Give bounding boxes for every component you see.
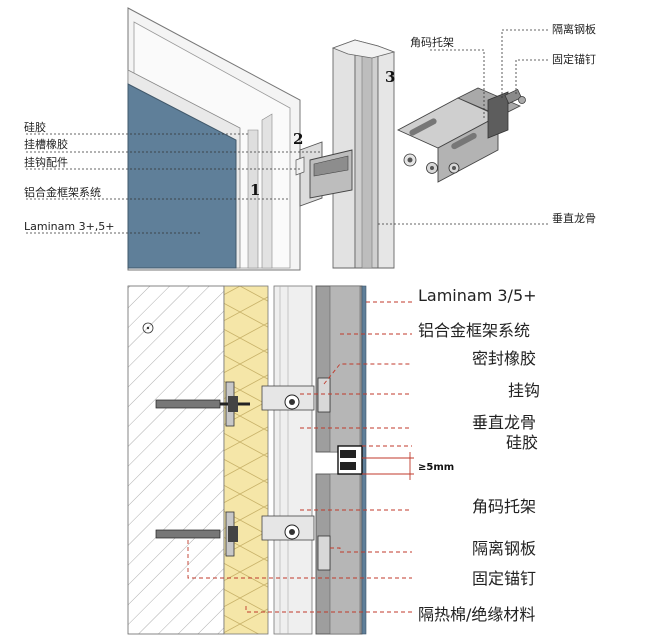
label-hook: 挂钩 xyxy=(508,381,540,400)
label-silicone-bottom: 硅胶 xyxy=(506,433,538,452)
label-slot-rubber: 挂槽橡胶 xyxy=(24,137,68,151)
top-right-leaders xyxy=(378,29,548,225)
frame-rails xyxy=(273,285,363,635)
label-mullion-top: 垂直龙骨 xyxy=(552,211,596,225)
label-angle-bracket-top: 角码托架 xyxy=(410,35,454,49)
label-laminam-bottom: Laminam 3/5+ xyxy=(418,286,537,305)
hook-fitting xyxy=(295,141,353,207)
label-insulation: 隔热棉/绝缘材料 xyxy=(418,605,535,624)
bracket-upper xyxy=(155,377,331,427)
label-angle-bracket-bottom: 角码托架 xyxy=(472,497,536,516)
laminam-panel xyxy=(127,83,237,269)
bottom-leaders xyxy=(187,301,412,613)
gap-dimension-label: ≥5mm xyxy=(418,462,454,473)
label-mullion-bottom: 垂直龙骨 xyxy=(472,413,536,432)
angle-bracket xyxy=(396,87,521,183)
label-frame-system-bottom: 铝合金框架系统 xyxy=(418,321,530,340)
wall-symbol xyxy=(142,322,154,334)
bracket-lower xyxy=(155,511,331,571)
silicone-joint xyxy=(337,445,363,475)
top-left-leaders xyxy=(26,133,322,234)
label-frame-system: 铝合金框架系统 xyxy=(24,185,101,199)
top-3d-detail: 1 2 3 硅胶 挂槽橡胶 挂钩配件 铝合金框架系统 Laminam 3+,5+… xyxy=(24,7,596,271)
label-anchor-bolt-bottom: 固定锚钉 xyxy=(472,569,536,588)
callout-number-2: 2 xyxy=(293,130,303,148)
label-seal-rubber: 密封橡胶 xyxy=(472,349,536,368)
callout-number-1: 1 xyxy=(250,181,260,199)
vertical-mullion xyxy=(331,39,396,269)
label-hook-fitting: 挂钩配件 xyxy=(24,155,68,169)
label-laminam: Laminam 3+,5+ xyxy=(24,220,115,233)
label-anchor-bolt-top: 固定锚钉 xyxy=(552,52,596,66)
insulation-layer xyxy=(223,285,269,635)
anchor-bolts xyxy=(403,88,526,174)
label-isolation-plate-bottom: 隔离钢板 xyxy=(472,539,536,558)
bottom-section-detail: ≥5mm Laminam 3/5+ 铝合金框架系统 密封橡胶 挂钩 垂直龙骨 硅… xyxy=(127,285,540,635)
concrete-wall xyxy=(127,285,225,635)
label-isolation-plate-top: 隔离钢板 xyxy=(552,22,596,36)
label-silicone: 硅胶 xyxy=(24,120,46,134)
callout-number-3: 3 xyxy=(385,68,395,86)
gap-dimension xyxy=(362,452,414,480)
